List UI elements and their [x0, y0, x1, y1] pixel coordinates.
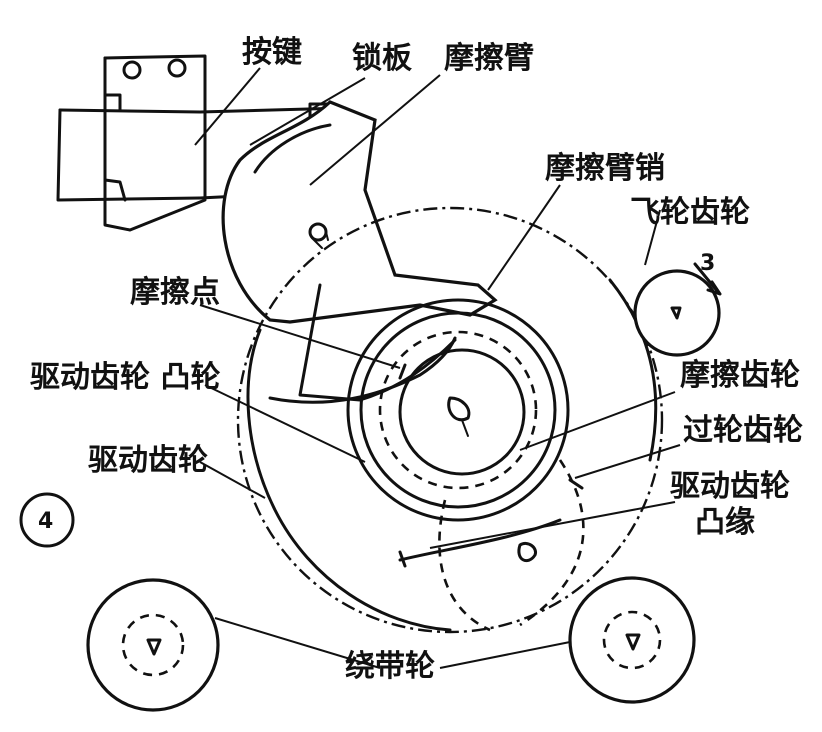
label-drive-gear-flange-1: 驱动齿轮 — [670, 469, 790, 504]
friction-lever — [268, 283, 457, 404]
rotation-arrow-label: 3 — [700, 251, 715, 276]
label-friction-arm-pin: 摩擦臂销 — [545, 151, 665, 186]
drive-gear — [236, 206, 664, 634]
label-flywheel-gear: 飞轮齿轮 — [630, 195, 750, 230]
flywheel-gear: 3 — [633, 251, 722, 357]
leader-lines — [194, 67, 681, 669]
label-friction-gear: 摩擦齿轮 — [680, 358, 800, 393]
take-up-reel-right — [568, 576, 696, 704]
drive-gear-cam — [346, 298, 570, 522]
label-take-up-reel: 绕带轮 — [345, 649, 435, 684]
label-friction-point: 摩擦点 — [130, 275, 220, 310]
figure-badge-number: 4 — [38, 509, 53, 534]
key-assembly — [56, 54, 347, 232]
figure-badge: 4 — [19, 492, 75, 548]
label-drive-gear: 驱动齿轮 — [88, 443, 208, 478]
label-friction-arm: 摩擦臂 — [444, 41, 534, 76]
label-drive-gear-cam: 驱动齿轮 凸轮 — [30, 360, 220, 395]
label-key: 按键 — [242, 35, 302, 70]
take-up-reel-left — [86, 578, 220, 712]
label-lock-plate: 锁板 — [352, 41, 412, 76]
label-idler-gear: 过轮齿轮 — [683, 413, 803, 448]
labels: 按键 锁板 摩擦臂 摩擦臂销 飞轮齿轮 摩擦点 驱动齿轮 凸轮 摩擦齿轮 过轮齿… — [30, 35, 803, 684]
label-drive-gear-flange-2: 凸缘 — [695, 505, 755, 540]
friction-arm — [221, 100, 498, 324]
